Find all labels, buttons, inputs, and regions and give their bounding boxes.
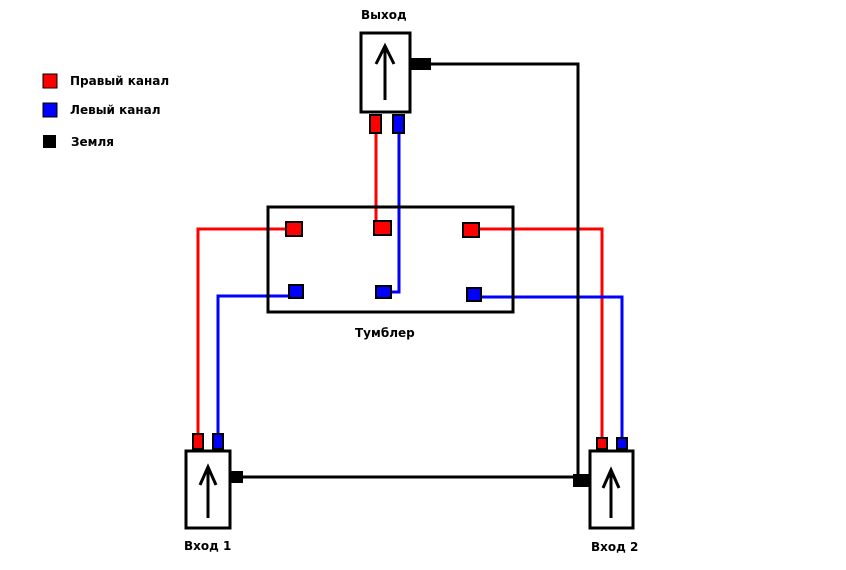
input2-component [573, 437, 635, 530]
output-right-terminal [369, 114, 382, 134]
input1-ground-terminal [229, 471, 243, 483]
legend-swatches [42, 73, 58, 148]
output-left-terminal [392, 114, 405, 134]
wire-switch-right-red-to-input2 [479, 227, 604, 440]
legend-swatch-ground [43, 135, 56, 148]
switch-terminal-blue-left [288, 284, 304, 299]
wire-switch-left-red-to-input1 [196, 227, 286, 436]
input2-right-terminal [596, 437, 608, 450]
wire-output-ground-to-input2 [431, 62, 580, 476]
legend-swatch-right-channel [42, 73, 58, 89]
input1-right-terminal [192, 433, 204, 450]
wire-switch-right-blue-to-input2 [481, 295, 624, 440]
input2-left-terminal [616, 437, 628, 450]
switch-terminal-blue-right [466, 287, 482, 302]
input2-ground-terminal [573, 474, 590, 487]
switch-terminal-red-left [285, 221, 303, 237]
input1-left-terminal [212, 433, 224, 450]
left-channel-wires [216, 130, 624, 440]
switch-body [266, 205, 515, 314]
legend-swatch-left-channel [42, 102, 58, 118]
legend-label-left-channel: Левый канал [70, 103, 161, 117]
input1-label: Вход 1 [184, 539, 232, 553]
wire-output-left-to-switch-center [390, 130, 401, 294]
output-component [359, 31, 431, 134]
output-label: Выход [361, 8, 407, 22]
legend-label-ground: Земля [71, 135, 114, 149]
ground-wires [243, 62, 580, 479]
input2-label: Вход 2 [591, 540, 639, 554]
arrow-up-icon [198, 463, 218, 518]
arrow-up-icon [601, 466, 621, 518]
switch-terminal-red-center [373, 220, 392, 236]
switch-terminal-blue-center [375, 285, 392, 299]
switch-terminal-red-right [462, 222, 480, 238]
wire-switch-left-blue-to-input1 [216, 294, 289, 436]
legend-label-right-channel: Правый канал [70, 74, 170, 88]
input1-component [184, 433, 243, 530]
switch-component [266, 205, 515, 314]
output-ground-terminal [411, 58, 431, 70]
arrow-up-icon [374, 42, 396, 100]
switch-label: Тумблер [355, 326, 415, 340]
